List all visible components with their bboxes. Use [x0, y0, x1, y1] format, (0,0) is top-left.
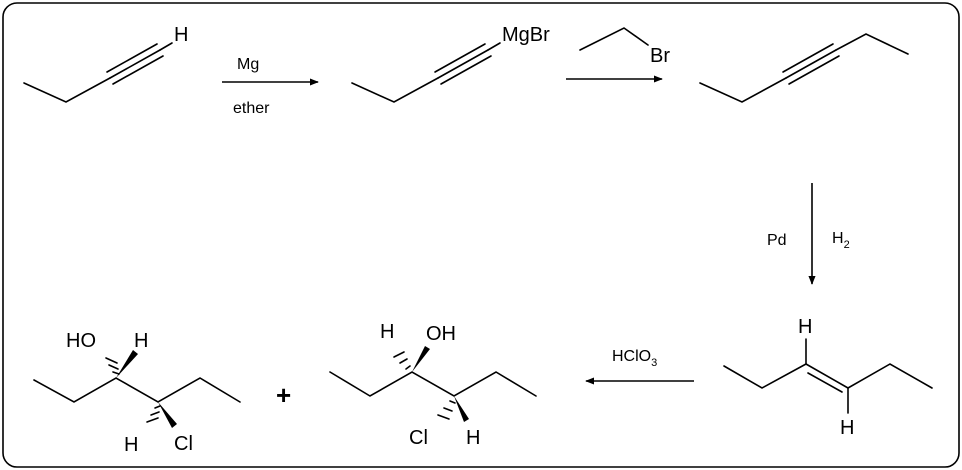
atom-cl: Cl	[174, 433, 193, 455]
molecule-3-hexyne	[699, 33, 909, 103]
reagent-hclo3: HClO3	[612, 348, 657, 369]
atom-ho: HO	[66, 330, 96, 352]
molecule-grignard: MgBr	[351, 24, 550, 103]
arrow-step-4: HClO3	[585, 348, 694, 385]
reagent-ethyl-bromide: Br	[579, 27, 670, 67]
plus-sign: +	[276, 380, 291, 410]
atom-h-lower: H	[124, 434, 138, 456]
atom-h-bottom: H	[840, 417, 854, 439]
molecule-1-butyne: H	[23, 24, 188, 103]
reagent-mg: Mg	[237, 56, 259, 73]
atom-oh: OH	[426, 323, 456, 345]
reagent-ether: ether	[233, 100, 270, 117]
reagent-pd: Pd	[767, 232, 787, 249]
molecule-3-hexene: H H	[723, 316, 933, 439]
reagent-h2: H2	[832, 230, 850, 251]
atom-br: Br	[650, 45, 670, 67]
atom-h-top: H	[798, 316, 812, 338]
atom-mgbr: MgBr	[502, 24, 550, 46]
atom-cl-2: Cl	[409, 427, 428, 449]
product-chlorohydrin-1: HO H H Cl	[33, 330, 241, 456]
atom-h-upper: H	[134, 330, 148, 352]
product-chlorohydrin-2: H OH Cl H	[329, 321, 537, 449]
atom-h-upper-2: H	[380, 321, 394, 343]
arrow-step-1: Mg ether	[222, 56, 319, 117]
atom-h-lower-2: H	[466, 427, 480, 449]
arrow-step-3: Pd H2	[767, 183, 850, 285]
atom-h: H	[174, 24, 188, 46]
